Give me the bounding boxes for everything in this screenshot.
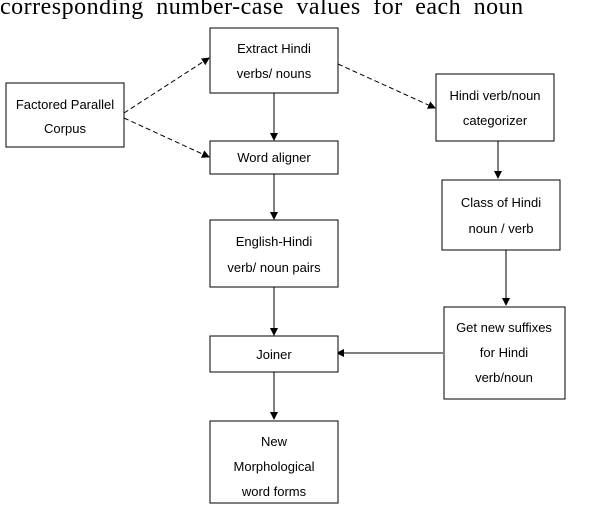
node-label: Factored Parallel [16,97,114,112]
node-label: word forms [241,484,307,499]
node-new-morphological-word-forms: New Morphological word forms [209,420,339,504]
node-label: verb/noun [475,370,533,385]
node-label: Hindi verb/noun [449,88,540,103]
node-label: verb/ noun pairs [227,260,321,275]
node-extract-hindi-verbs-nouns: Extract Hindi verbs/ nouns [209,27,339,94]
node-class-of-hindi-noun-verb: Class of Hindi noun / verb [441,179,561,251]
node-word-aligner: Word aligner [209,140,339,175]
node-label: Corpus [44,121,86,136]
node-label: Morphological [234,459,315,474]
node-label: Class of Hindi [461,195,541,210]
node-english-hindi-verb-noun-pairs: English-Hindi verb/ noun pairs [209,219,339,288]
node-label: Extract Hindi [237,41,311,56]
node-get-new-suffixes: Get new suffixes for Hindi verb/noun [443,306,566,400]
node-joiner: Joiner [209,335,339,373]
node-label: Word aligner [237,150,311,165]
node-label: Joiner [256,347,292,362]
node-label: New [261,434,288,449]
arrow-extract-to-categorizer [337,63,436,109]
node-factored-parallel-corpus: Factored Parallel Corpus [5,82,125,148]
arrow-corpus-to-aligner [123,117,210,158]
node-label: for Hindi [480,345,529,360]
node-hindi-verb-noun-categorizer: Hindi verb/noun categorizer [435,73,555,142]
arrow-corpus-to-extract [123,57,210,114]
node-label: categorizer [463,113,528,128]
node-label: noun / verb [468,221,533,236]
header-text-fragment: corresponding number-case values for eac… [0,0,524,20]
node-label: Get new suffixes [456,320,552,335]
node-label: English-Hindi [236,234,313,249]
node-label: verbs/ nouns [237,66,312,81]
